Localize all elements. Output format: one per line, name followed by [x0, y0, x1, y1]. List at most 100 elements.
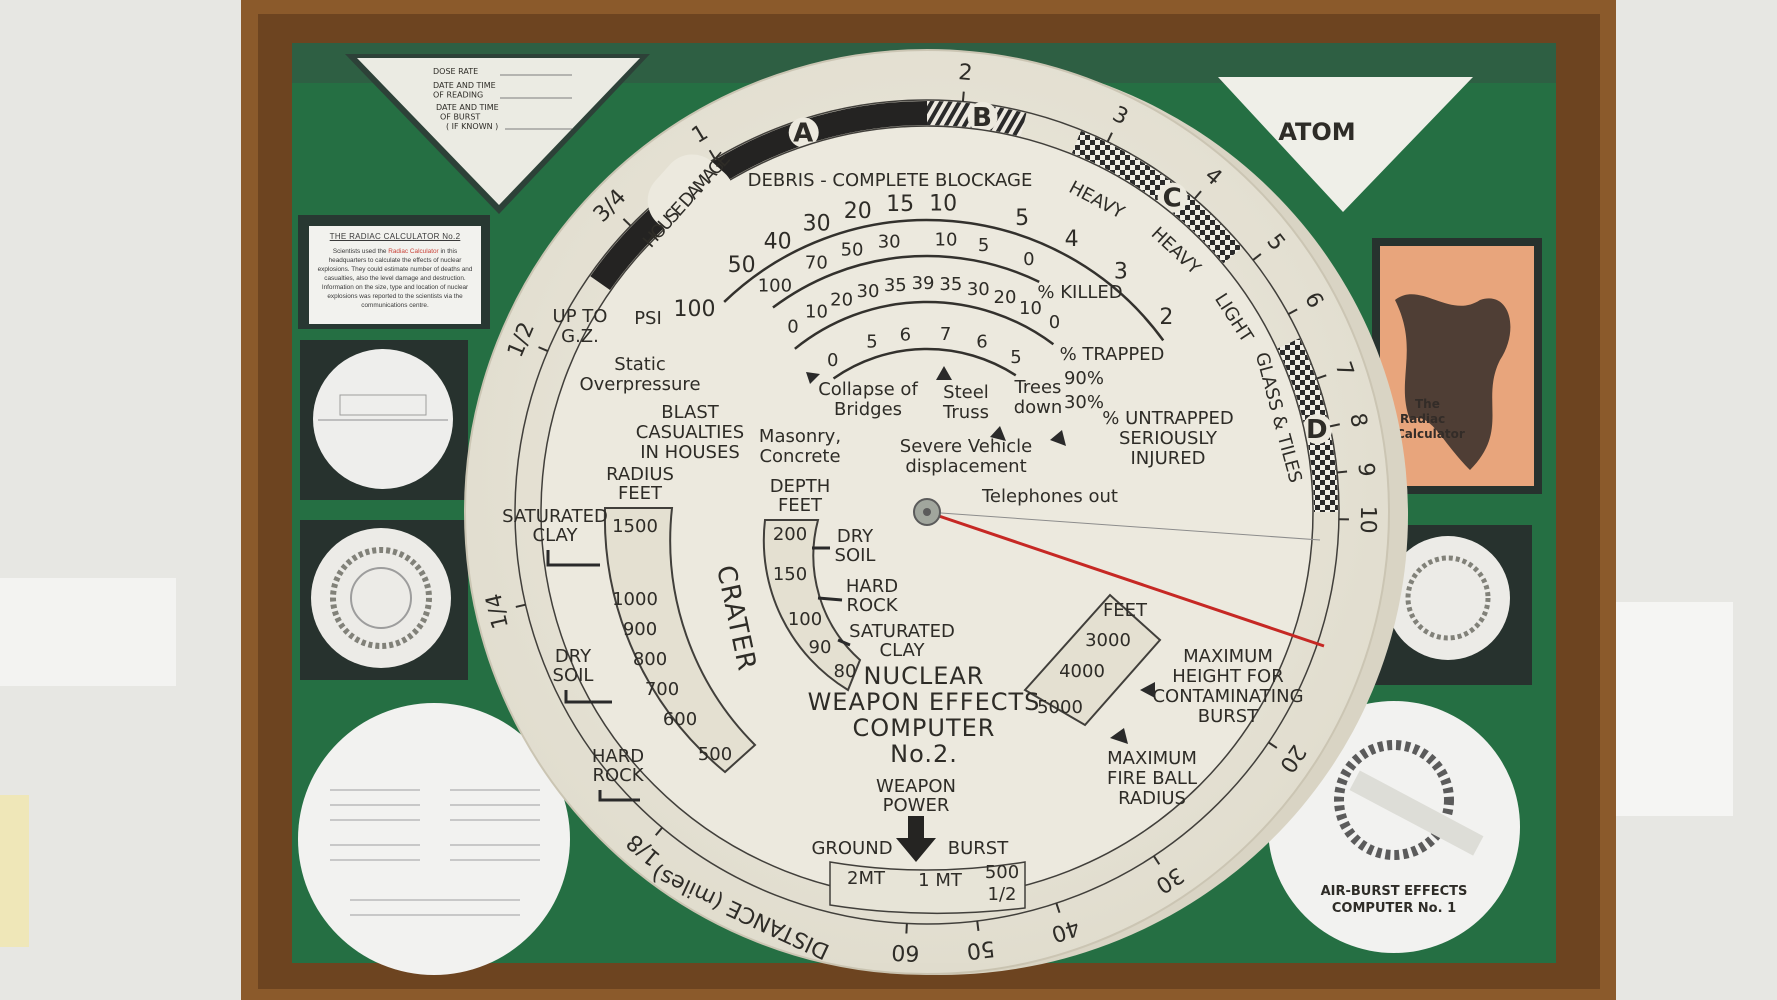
trapped-scale-value: 35: [884, 275, 907, 296]
killed-scale-value: 30: [878, 232, 901, 253]
killed-scale-value: 70: [805, 253, 828, 274]
trapped-scale-value: 0: [1049, 312, 1060, 333]
psi-scale-value: 3: [1114, 260, 1128, 285]
burst-label: BURST: [948, 838, 1009, 859]
distance-scale-tick: [1152, 855, 1161, 865]
scale-arcs: [723, 218, 1165, 380]
masonry-concrete-label: Masonry,Concrete: [759, 426, 841, 467]
trapped-scale-value: 10: [1019, 298, 1042, 319]
trapped-scale-value: 30: [967, 279, 990, 300]
ground-label: GROUND: [811, 838, 892, 859]
distance-scale-tick: [1193, 190, 1202, 200]
crater-depth-value: 90: [809, 637, 832, 658]
psi-scale-value: 5: [1015, 206, 1029, 231]
trapped-scale-value: 30: [857, 281, 880, 302]
distance-scale-tick: [1106, 132, 1113, 143]
psi-scale-value: 2: [1159, 305, 1173, 330]
injured-scale-value: 6: [900, 324, 911, 345]
distance-scale-value: 50: [965, 935, 996, 963]
crater-radius-value: 600: [663, 709, 697, 730]
crater-depth-value: 80: [834, 661, 857, 682]
effect-arrows: [806, 366, 1066, 446]
crater-depth-value: 100: [788, 609, 822, 630]
debris-blockage-label: DEBRIS - COMPLETE BLOCKAGE: [748, 170, 1033, 191]
distance-scale-value: 2: [957, 60, 973, 86]
trapped-scale-value: 20: [994, 287, 1017, 308]
psi-scale-value: 50: [728, 253, 756, 278]
house-damage-badge: [647, 154, 735, 242]
injured-scale-value: 5: [1010, 347, 1021, 368]
atom-card: ATOM: [1218, 77, 1473, 212]
injured-scale-value: 7: [940, 324, 951, 345]
small-calculator-disc-3: [1386, 536, 1510, 660]
telephones-out-label: Telephones out: [981, 486, 1118, 507]
killed-scale-value: 10: [935, 230, 958, 251]
instruction-disc: [298, 703, 570, 975]
weapon-value-2mt: 2MT: [847, 868, 886, 889]
trapped-scale-value: 35: [939, 274, 962, 295]
house-damage-zone-b: B: [972, 103, 993, 133]
house-damage-zone-d: D: [1306, 415, 1329, 445]
small-calculator-disc-1: [313, 349, 453, 489]
distance-scale-tick: [1252, 253, 1262, 261]
trapped-scale-value: 10: [805, 302, 828, 323]
zone-badge: [788, 117, 819, 148]
distance-scale-tick: [538, 346, 549, 352]
placard-body-start: Scientists used the: [332, 248, 387, 255]
psi-scale-value: 15: [886, 192, 914, 217]
crater-radius-value: 1000: [612, 589, 658, 610]
distance-scale-value: 9: [1352, 462, 1378, 478]
weapon-value-500: 500: [985, 862, 1019, 883]
distance-scale-value: 8: [1344, 411, 1371, 430]
house-damage-zone-c: C: [1163, 184, 1183, 214]
trapped-label: % TRAPPED: [1060, 344, 1165, 365]
killed-scale-value: 100: [758, 276, 792, 297]
trees-30-label: 30%: [1064, 392, 1104, 413]
distance-scale-value: 10: [1355, 505, 1380, 533]
depth-window: [762, 519, 862, 692]
distance-scale-tick: [1055, 902, 1061, 913]
weapon-value-half: 1/2: [988, 884, 1017, 905]
weapon-power-window: [829, 861, 1026, 915]
psi-scale-value: 20: [844, 199, 872, 224]
placard-body-rest: in this headquarters to calculate the ef…: [317, 248, 473, 309]
band-zone-a: [590, 101, 928, 291]
cursor-needle[interactable]: [926, 510, 1325, 648]
scale-arc: [772, 254, 1040, 309]
psi-scale-value: 30: [803, 211, 831, 236]
trees-90-label: 90%: [1064, 368, 1104, 389]
injured-scale-value: 5: [866, 332, 877, 353]
placard-title: THE RADIAC CALCULATOR No.2: [329, 232, 461, 241]
psi-scale-value: 100: [674, 297, 716, 322]
dose-rate-label: DOSE RATE: [433, 67, 478, 76]
height-value-4000: 4000: [1059, 661, 1105, 682]
crater-radius-value: 1500: [612, 516, 658, 537]
radius-window: [603, 507, 757, 774]
killed-scale-value: 5: [978, 235, 989, 256]
trapped-scale-value: 20: [830, 290, 853, 311]
cursor-hairline: [926, 511, 1321, 541]
crater-depth-value: 200: [773, 524, 807, 545]
zone-badge: [967, 101, 998, 132]
injured-scale-value: 6: [976, 332, 987, 353]
